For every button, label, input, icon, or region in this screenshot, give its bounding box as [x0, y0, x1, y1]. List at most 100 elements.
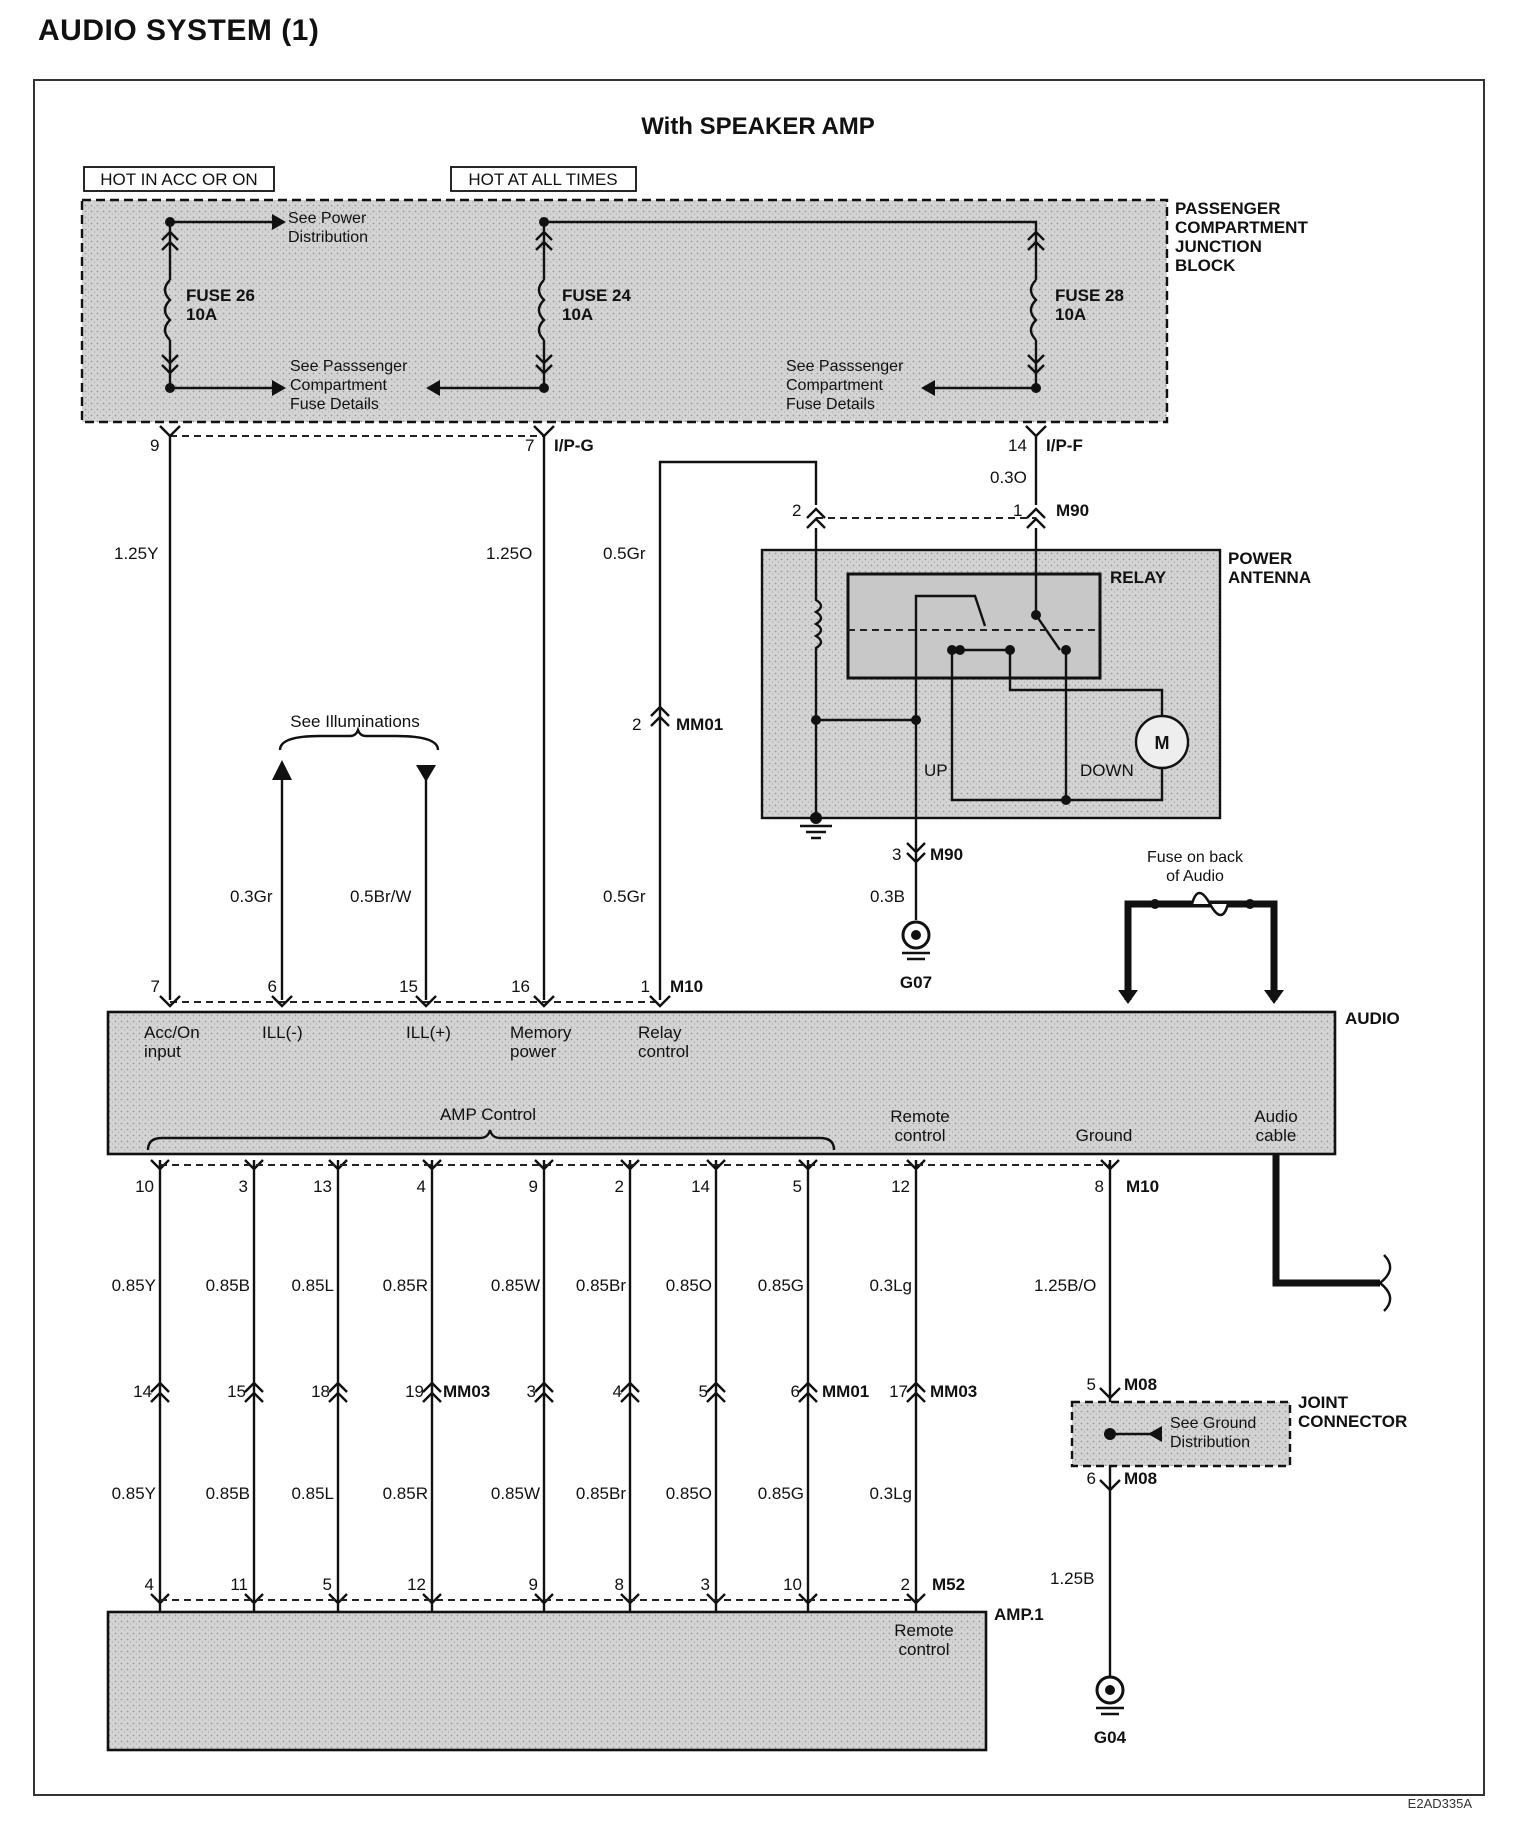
amp-terminal	[422, 1593, 442, 1605]
amp-pin: 11	[230, 1575, 248, 1594]
audio-term-mem-2: power	[510, 1042, 557, 1061]
jb-output-terminals	[159, 425, 1047, 438]
audio-pin-7: 7	[151, 977, 160, 996]
mid-pin: 5	[699, 1382, 708, 1401]
pin-jb-14: 14	[1008, 436, 1027, 455]
see-fuse-b-2: Compartment	[786, 377, 883, 394]
hot-always-box	[450, 166, 637, 192]
mid-pin: 18	[311, 1382, 330, 1401]
amp-pin: 2	[901, 1575, 910, 1594]
audio-bottom-pin: 13	[313, 1177, 332, 1196]
audio-cable-wire	[1272, 1154, 1380, 1287]
mid-conn-mm03-c: MM03	[930, 1382, 977, 1401]
wire-label-mem: 1.25O	[486, 544, 532, 563]
wire-label-relay-lower: 0.5Gr	[603, 887, 646, 906]
pin-jb-7: 7	[525, 436, 534, 455]
mm01-upper-terminal	[650, 705, 670, 727]
joint-name-1: JOINT	[1298, 1393, 1349, 1412]
fuse24-rating: 10A	[562, 305, 593, 324]
amp-pin: 12	[407, 1575, 426, 1594]
audio-bottom-pin: 10	[135, 1177, 154, 1196]
wire-relay-control	[658, 460, 818, 1000]
lower-wire-label-lower: 0.85Y	[112, 1484, 156, 1503]
see-fuse-a-3: Fuse Details	[290, 396, 379, 413]
lower-wire-label-lower: 0.85R	[383, 1484, 428, 1503]
junction-block	[80, 198, 1169, 424]
audio-bottom-terminal	[150, 1159, 170, 1171]
m90-pin-1: 1	[1013, 501, 1022, 520]
lower-wire-label-upper: 0.85B	[206, 1276, 250, 1295]
see-fuse-b-3: Fuse Details	[786, 396, 875, 413]
lower-wiring: 100.85Y140.85Y430.85B150.85B11130.85L180…	[112, 1159, 1120, 1612]
m90-top-conn: M90	[1056, 501, 1089, 520]
joint-see-1: See Ground	[1170, 1415, 1256, 1432]
audio-remote-2: control	[894, 1126, 945, 1145]
fuse-back-wire	[1124, 900, 1278, 1000]
mid-terminal	[422, 1381, 442, 1403]
relay-label: RELAY	[1110, 568, 1167, 587]
audio-term-acc-2: input	[144, 1042, 181, 1061]
audio-bottom-pin: 3	[239, 1177, 248, 1196]
fuse24-terminals	[535, 230, 553, 375]
audio-pin-16: 16	[511, 977, 530, 996]
audio-bottom-terminal	[706, 1159, 726, 1171]
m90-pin-2: 2	[792, 501, 801, 520]
ground-g04-bars	[1096, 1706, 1124, 1716]
ill-plus-arrow-icon	[416, 765, 436, 782]
ill-minus-arrow-icon	[272, 760, 292, 780]
joint-name-2: CONNECTOR	[1298, 1412, 1407, 1431]
audio-ground: Ground	[1076, 1126, 1133, 1145]
hot-always-label: HOT AT ALL TIMES	[468, 170, 617, 189]
lower-wire-label-upper: 0.85O	[666, 1276, 712, 1295]
amp-pin: 9	[529, 1575, 538, 1594]
lower-wire-label-lower: 0.85O	[666, 1484, 712, 1503]
audio-pin-1: 1	[641, 977, 650, 996]
see-fuse-a-2: Compartment	[290, 377, 387, 394]
audio-bottom-pin: 2	[615, 1177, 624, 1196]
amp-remote-2: control	[898, 1640, 949, 1659]
mm01-upper-conn: MM01	[676, 715, 723, 734]
mid-terminal	[798, 1381, 818, 1403]
lower-wire-label-lower: 0.85L	[291, 1484, 334, 1503]
audio-bottom-terminal	[244, 1159, 264, 1171]
audio-term-mem-1: Memory	[510, 1023, 572, 1042]
svg-text:JUNCTION: JUNCTION	[1175, 237, 1262, 256]
lower-wire-label-upper: 0.85W	[491, 1276, 540, 1295]
power-antenna-name-1: POWER	[1228, 549, 1292, 568]
fuse28-name: FUSE 28	[1055, 286, 1124, 305]
audio-top-conn: M10	[670, 977, 703, 996]
joint-see-2: Distribution	[1170, 1434, 1250, 1451]
see-power-line2: Distribution	[288, 229, 368, 246]
amp-control-brace	[146, 1129, 836, 1151]
wire-label-ant-feed: 0.3O	[990, 468, 1027, 487]
relay-link	[960, 648, 1164, 718]
amp-remote-1: Remote	[894, 1621, 954, 1640]
joint-conn-bottom: M08	[1124, 1469, 1157, 1488]
joint-arrow-icon	[1148, 1426, 1162, 1442]
fuse-back-2: of Audio	[1166, 868, 1224, 885]
m90-bottom-terminal	[906, 842, 926, 864]
joint-pin-6: 6	[1087, 1469, 1096, 1488]
audio-bottom-pin: 9	[529, 1177, 538, 1196]
hot-acc-label: HOT IN ACC OR ON	[100, 170, 257, 189]
amp-pin: 5	[323, 1575, 332, 1594]
fuse24-name: FUSE 24	[562, 286, 632, 305]
audio-cable-end-icon	[1379, 1254, 1392, 1312]
see-illuminations: See Illuminations	[290, 712, 419, 731]
mid-pin: 14	[133, 1382, 152, 1401]
mid-pin: 3	[527, 1382, 536, 1401]
fuse28-icon	[1029, 279, 1038, 341]
antenna-chassis-ground-icon	[800, 824, 832, 840]
wire-label-ant-ground: 0.3B	[870, 887, 905, 906]
audio-term-ill-plus: ILL(+)	[406, 1023, 451, 1042]
svg-text:COMPARTMENT: COMPARTMENT	[1175, 218, 1308, 237]
fuse28-rating: 10A	[1055, 305, 1086, 324]
audio-bottom-terminal	[620, 1159, 640, 1171]
fuse-back-1: Fuse on back	[1147, 849, 1244, 866]
audio-pin-15: 15	[399, 977, 418, 996]
fuse26-rating: 10A	[186, 305, 217, 324]
wire-label-ill-minus: 0.3Gr	[230, 887, 273, 906]
lower-wire-label-lower: 0.3Lg	[869, 1484, 912, 1503]
amp-terminal	[620, 1593, 640, 1605]
